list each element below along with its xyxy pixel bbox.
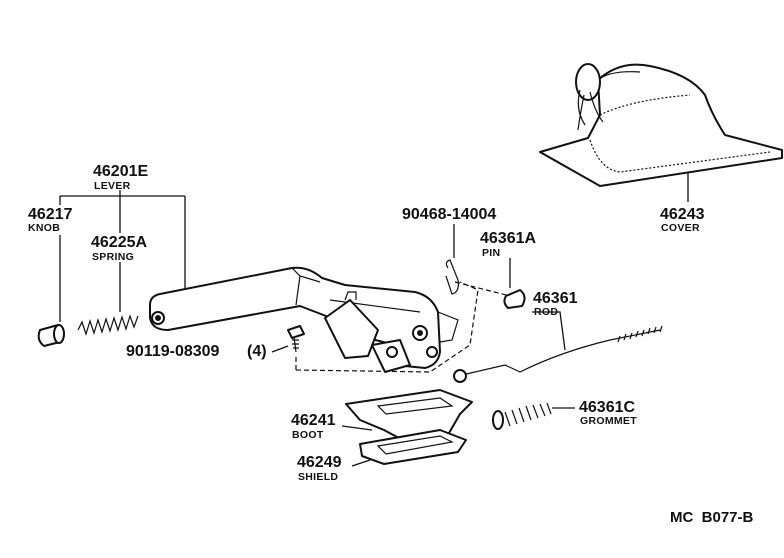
boot-name: BOOT bbox=[292, 429, 324, 441]
shield-name: SHIELD bbox=[298, 471, 338, 483]
clip-part bbox=[445, 259, 459, 295]
bolt-number: 90119-08309 bbox=[126, 343, 220, 360]
cover-name: COVER bbox=[661, 222, 700, 234]
lever-name: LEVER bbox=[94, 180, 131, 192]
leader-lines bbox=[59, 172, 689, 467]
cover-number: 46243 bbox=[660, 206, 705, 223]
lever-part bbox=[149, 266, 459, 373]
clip-number: 90468-14004 bbox=[402, 206, 496, 223]
rod-name: ROD bbox=[534, 306, 558, 318]
spring-part bbox=[77, 314, 139, 336]
shield-part bbox=[359, 429, 467, 465]
spring-number: 46225A bbox=[91, 234, 147, 251]
knob-name: KNOB bbox=[28, 222, 60, 234]
grommet-part bbox=[492, 402, 552, 430]
knob-number: 46217 bbox=[28, 206, 73, 223]
knob-part bbox=[37, 324, 65, 347]
grommet-name: GROMMET bbox=[580, 415, 637, 427]
bolt-qty: (4) bbox=[247, 343, 267, 360]
diagram-reference: MC B077-B bbox=[670, 509, 754, 526]
lever-number: 46201E bbox=[93, 163, 148, 180]
mounting-outline bbox=[295, 281, 479, 373]
pin-name: PIN bbox=[482, 247, 500, 259]
bolt-part bbox=[287, 325, 305, 353]
rod-number: 46361 bbox=[533, 290, 578, 307]
cover-part bbox=[539, 63, 783, 187]
grommet-number: 46361C bbox=[579, 399, 635, 416]
spring-name: SPRING bbox=[92, 251, 134, 263]
pin-part bbox=[503, 289, 526, 309]
pin-number: 46361A bbox=[480, 230, 536, 247]
shield-number: 46249 bbox=[297, 454, 342, 471]
rod-part bbox=[453, 325, 663, 383]
boot-number: 46241 bbox=[291, 412, 336, 429]
